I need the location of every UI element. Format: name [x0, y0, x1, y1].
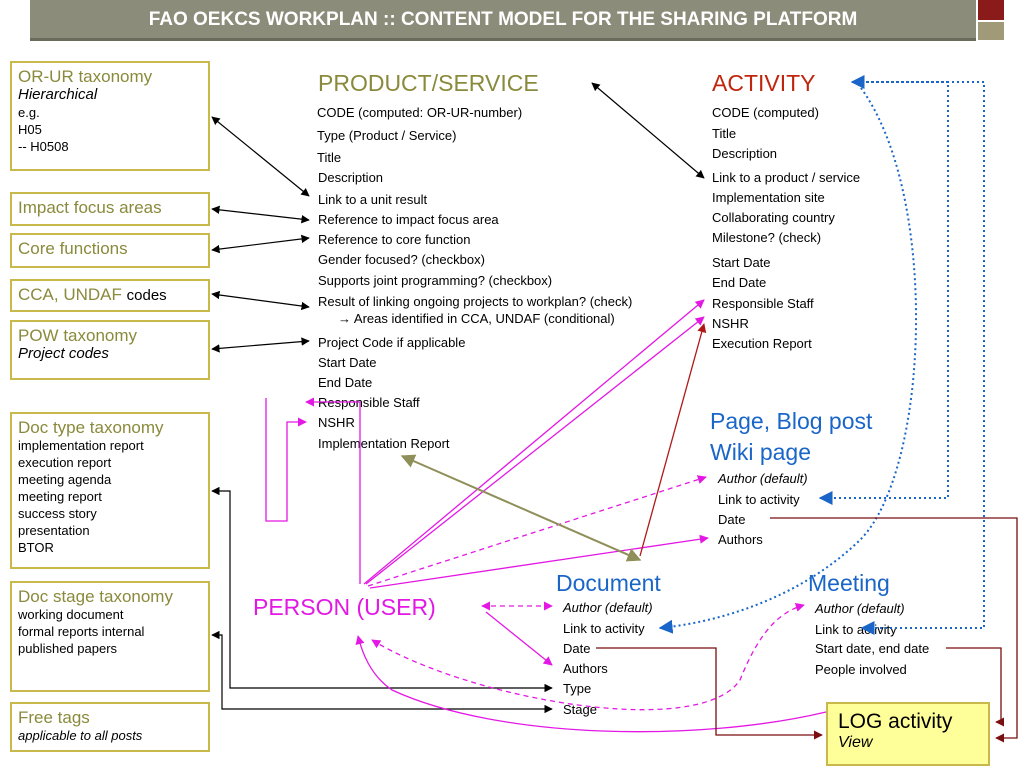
box-subheading: applicable to all posts [18, 728, 143, 743]
product-field: Implementation Report [318, 436, 450, 451]
core-functions-box: Core functions [10, 233, 210, 268]
box-item: execution report [18, 455, 112, 470]
product-field: Link to a unit result [318, 192, 428, 207]
box-heading: Free tags [18, 708, 90, 727]
slide-title: FAO OEKCS WORKPLAN :: CONTENT MODEL FOR … [30, 0, 976, 41]
product-field: Supports joint programming? (checkbox) [318, 273, 553, 288]
product-field: Reference to core function [318, 232, 471, 247]
page-field: Authors [718, 532, 763, 547]
wiki-page-title: Wiki page [710, 439, 811, 465]
box-item: success story [18, 506, 97, 521]
log-activity-sub: View [838, 734, 873, 751]
box-item: -- H0508 [18, 139, 69, 154]
box-item: meeting agenda [18, 472, 112, 487]
box-item: formal reports internal [18, 624, 145, 639]
box-heading: Impact focus areas [18, 198, 162, 217]
product-field: Title [317, 150, 342, 165]
product-field: Reference to impact focus area [318, 212, 499, 227]
box-heading-text: CCA, UNDAF [18, 285, 122, 304]
box-item: implementation report [18, 438, 144, 453]
doc-stage-taxonomy-box: Doc stage taxonomy working document form… [10, 581, 210, 692]
product-field: Type (Product / Service) [317, 128, 457, 143]
product-field: End Date [318, 375, 373, 390]
box-item: e.g. [18, 105, 40, 120]
pow-taxonomy-box: POW taxonomy Project codes [10, 320, 210, 380]
activity-field: Description [712, 146, 778, 161]
doc-type-taxonomy-box: Doc type taxonomy implementation report … [10, 412, 210, 569]
box-heading: CCA, UNDAF codes [18, 285, 202, 305]
box-heading: Core functions [18, 239, 128, 258]
box-item: H05 [18, 122, 42, 137]
product-field: Start Date [318, 355, 377, 370]
box-item: working document [18, 607, 124, 622]
activity-field: Execution Report [712, 336, 812, 351]
activity-title: ACTIVITY [712, 70, 816, 96]
meeting-title: Meeting [808, 570, 890, 596]
activity-field: Responsible Staff [712, 296, 814, 311]
activity-field: Title [712, 126, 737, 141]
box-heading-suffix: codes [126, 287, 167, 304]
product-field: Project Code if applicable [318, 335, 466, 350]
box-item: meeting report [18, 489, 102, 504]
activity-field: End Date [712, 275, 767, 290]
activity-field: CODE (computed) [712, 105, 819, 120]
corner-decoration [978, 0, 1004, 20]
meeting-field: Start date, end date [815, 641, 930, 656]
box-item: published papers [18, 641, 118, 656]
product-field: Responsible Staff [318, 395, 420, 410]
box-subheading: Project codes [18, 345, 109, 362]
box-heading: POW taxonomy [18, 326, 138, 345]
page-field: Date [718, 512, 746, 527]
page-field: Link to activity [718, 492, 800, 507]
free-tags-box: Free tags applicable to all posts [10, 702, 210, 752]
log-activity-title: LOG activity [838, 710, 953, 733]
activity-field: NSHR [712, 316, 749, 331]
box-heading: Doc type taxonomy [18, 418, 164, 437]
document-field: Authors [563, 661, 608, 676]
box-item: BTOR [18, 540, 54, 555]
box-heading: Doc stage taxonomy [18, 587, 173, 606]
page-field: Author (default) [718, 471, 808, 486]
meeting-field: People involved [815, 662, 907, 677]
log-activity-box: LOG activity View [826, 702, 990, 766]
product-field: Result of linking ongoing projects to wo… [318, 294, 633, 309]
box-subheading: Hierarchical [18, 86, 98, 103]
product-field: → Areas identified in CCA, UNDAF (condit… [338, 311, 615, 326]
product-service-title: PRODUCT/SERVICE [318, 70, 539, 96]
product-field: Gender focused? (checkbox) [318, 252, 485, 267]
document-title: Document [556, 570, 661, 596]
activity-field: Collaborating country [712, 210, 835, 225]
page-blog-title: Page, Blog post [710, 408, 873, 434]
activity-field: Link to a product / service [712, 170, 861, 185]
cca-undaf-box: CCA, UNDAF codes [10, 279, 210, 312]
activity-field: Implementation site [712, 190, 825, 205]
box-item: presentation [18, 523, 90, 538]
corner-decoration [978, 22, 1004, 40]
activity-field: Milestone? (check) [712, 230, 822, 245]
document-field: Type [563, 681, 592, 696]
activity-field: Start Date [712, 255, 771, 270]
product-field: CODE (computed: OR-UR-number) [317, 105, 523, 120]
impact-focus-areas-box: Impact focus areas [10, 192, 210, 226]
product-field: NSHR [318, 415, 355, 430]
product-field: Description [318, 170, 384, 185]
or-ur-taxonomy-box: OR-UR taxonomy Hierarchical e.g. H05 -- … [10, 61, 210, 171]
box-heading: OR-UR taxonomy [18, 67, 153, 86]
